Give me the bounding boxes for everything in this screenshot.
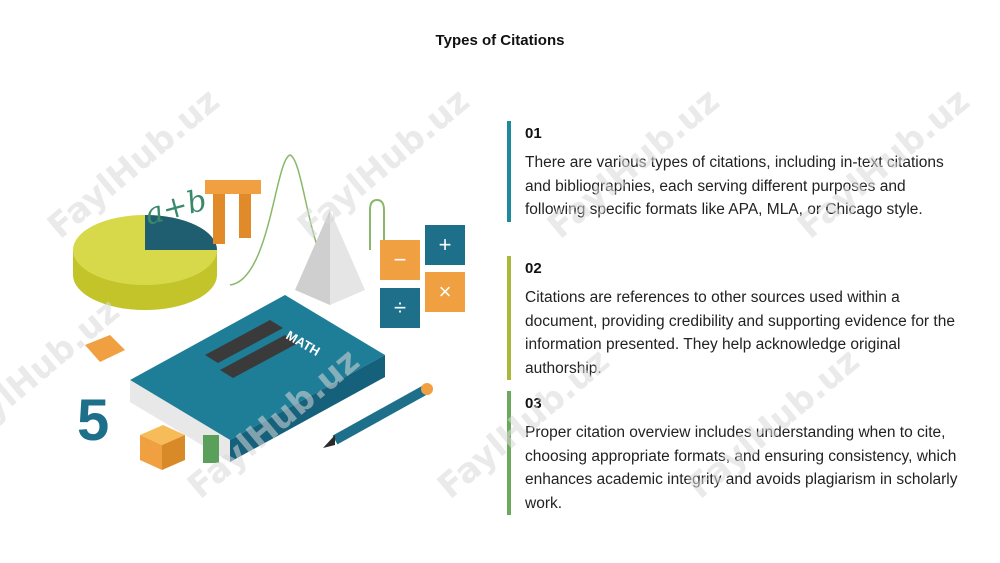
pi-label: π: [55, 140, 56, 141]
svg-text:×: ×: [439, 279, 452, 304]
pyramid-icon: [295, 210, 365, 305]
citation-item-01: 01 There are various types of citations,…: [507, 121, 965, 222]
svg-text:+: +: [439, 232, 452, 257]
svg-text:−: −: [394, 247, 407, 272]
pencil-icon: [323, 383, 433, 448]
pie-chart-icon: [73, 215, 217, 310]
item-text: Citations are references to other source…: [525, 289, 955, 377]
citation-item-02: 02 Citations are references to other sou…: [507, 256, 965, 380]
pi-icon: [205, 180, 261, 244]
math-illustration: a+b − + ÷ × MATH 5: [55, 140, 465, 470]
item-number: 01: [525, 125, 542, 142]
item-text: There are various types of citations, in…: [525, 154, 944, 218]
digit-five: 5: [77, 388, 109, 453]
item-number: 02: [525, 260, 542, 277]
item-number: 03: [525, 395, 542, 412]
item-text: Proper citation overview includes unders…: [525, 424, 958, 512]
block-icon: [85, 335, 125, 362]
operator-tiles: − + ÷ ×: [380, 225, 465, 328]
page-title: Types of Citations: [435, 32, 565, 49]
svg-text:÷: ÷: [394, 295, 406, 320]
paper-clip-icon: [369, 198, 385, 255]
cube-icon: [140, 425, 185, 470]
citation-item-03: 03 Proper citation overview includes und…: [507, 391, 965, 515]
formula-text: a+b: [141, 183, 210, 233]
math-book-icon: MATH: [130, 295, 385, 463]
